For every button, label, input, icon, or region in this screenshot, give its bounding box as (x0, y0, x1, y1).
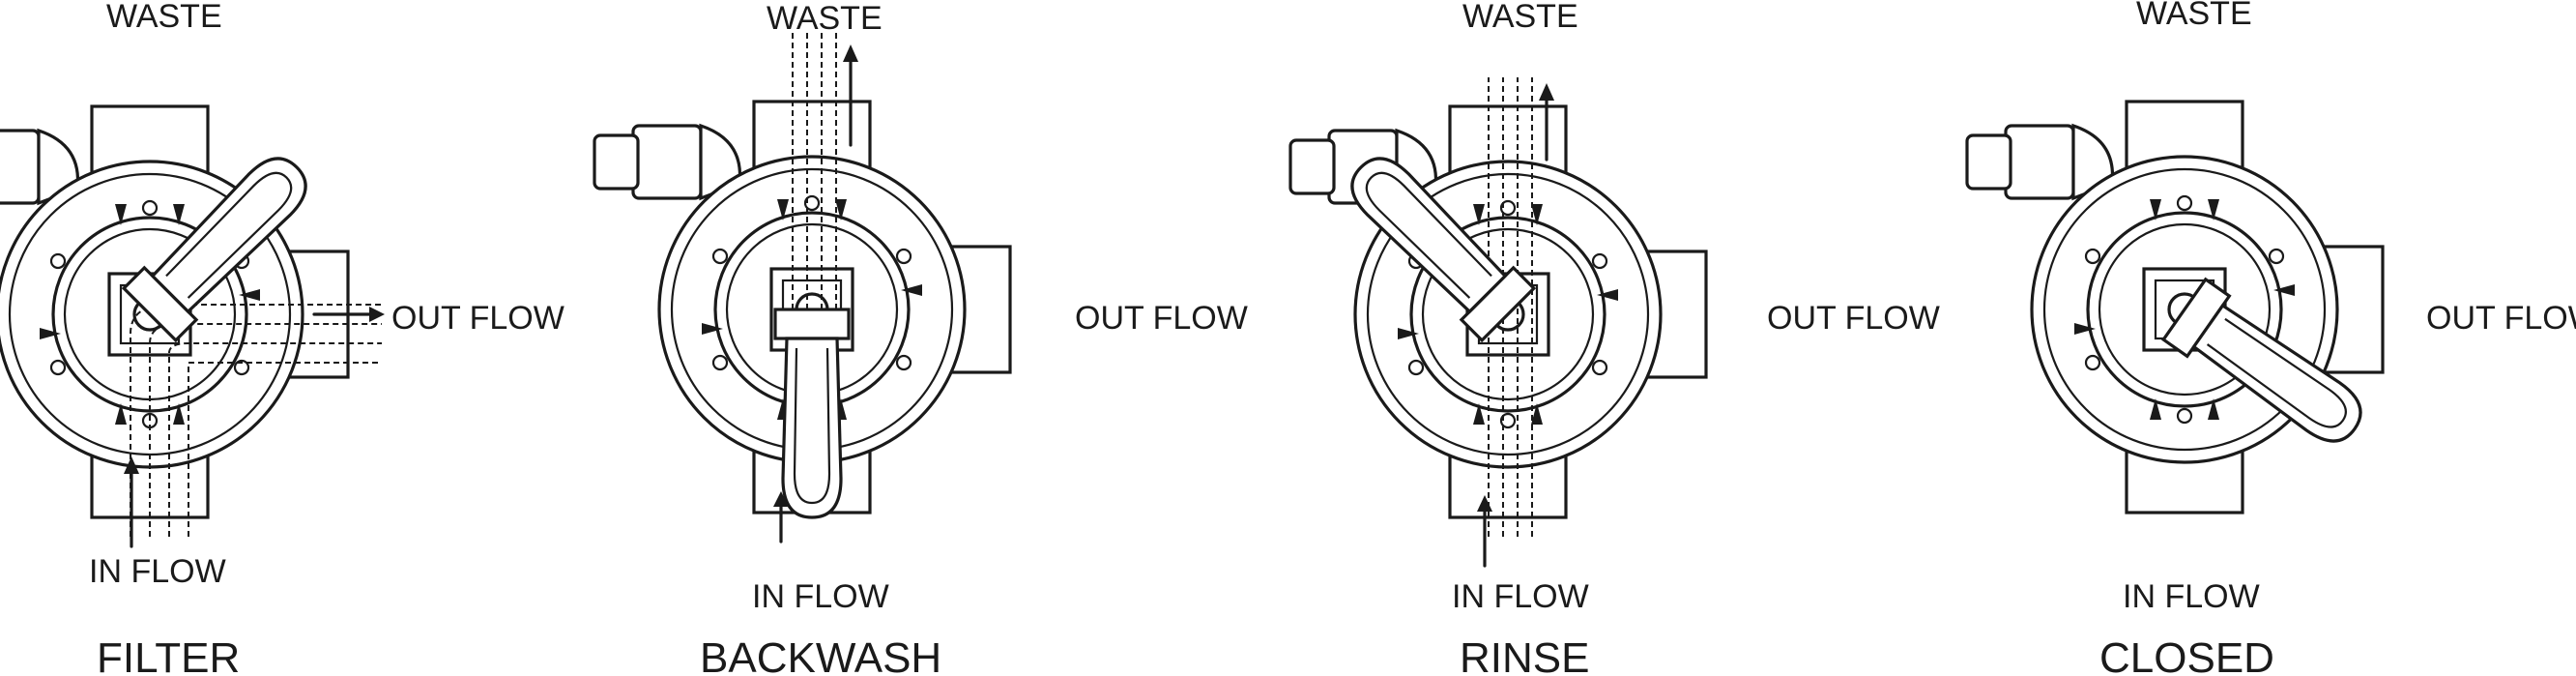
out-flow-label: OUT FLOW (1075, 300, 1248, 337)
out-flow-label: OUT FLOW (2426, 300, 2576, 337)
panel-backwash: WASTE OUT FLOW IN FLOW BACKWASH (593, 0, 1248, 676)
waste-label: WASTE (2136, 0, 2252, 32)
in-flow-label: IN FLOW (89, 553, 226, 590)
panel-closed: WASTE OUT FLOW IN FLOW CLOSED (1965, 0, 2576, 676)
waste-label: WASTE (1462, 0, 1578, 35)
in-flow-label: IN FLOW (752, 578, 889, 615)
panel-filter: WASTE OUT FLOW IN FLOW FILTER (0, 0, 564, 676)
out-flow-label: OUT FLOW (391, 300, 564, 337)
in-flow-label: IN FLOW (1452, 578, 1589, 615)
waste-label: WASTE (106, 0, 222, 35)
mode-title: RINSE (1460, 634, 1589, 676)
out-flow-label: OUT FLOW (1767, 300, 1940, 337)
mode-title: CLOSED (2099, 634, 2274, 676)
panel-rinse: WASTE OUT FLOW IN FLOW RINSE (1288, 0, 1940, 676)
mode-title: FILTER (97, 634, 240, 676)
waste-label: WASTE (767, 0, 883, 37)
mode-title: BACKWASH (700, 634, 941, 676)
in-flow-label: IN FLOW (2123, 578, 2260, 615)
